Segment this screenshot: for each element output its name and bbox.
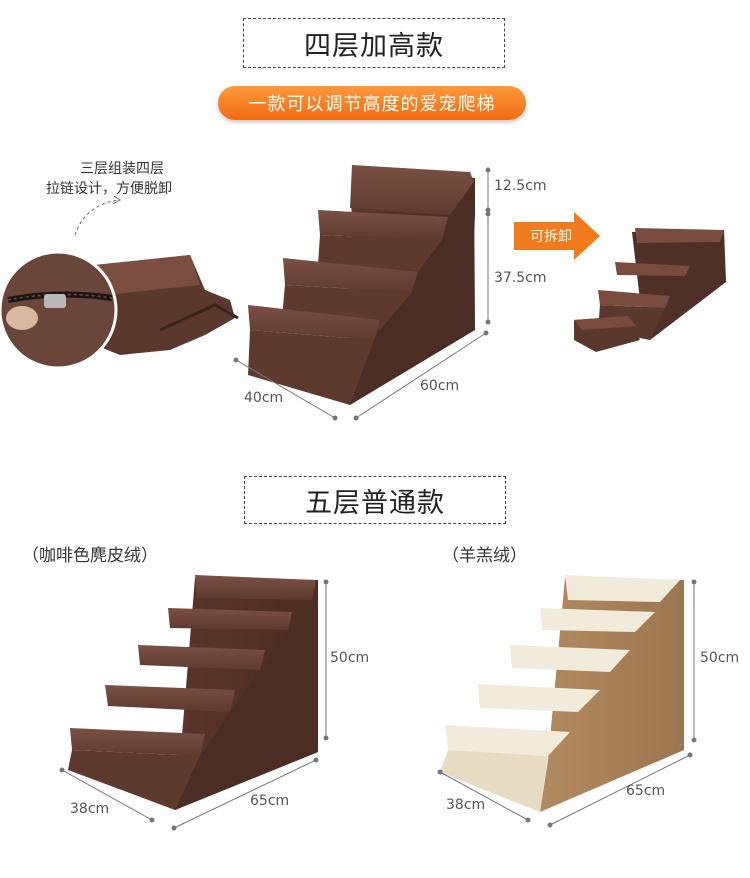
- dimension-lines-brown: [59, 579, 329, 831]
- brown-length-label: 65cm: [250, 793, 290, 809]
- dim-length-label: 60cm: [420, 378, 460, 394]
- detached-stairs: [574, 228, 726, 352]
- zipper-note-line1: 三层组装四层: [80, 161, 164, 177]
- section1-title: 四层加高款: [243, 18, 505, 68]
- section2-title: 五层普通款: [244, 476, 506, 524]
- detachable-label: 可拆卸: [530, 229, 572, 245]
- brown-height-label: 50cm: [330, 650, 370, 666]
- five-step-stairs-brown: [68, 575, 318, 810]
- brown-depth-label: 38cm: [70, 801, 110, 817]
- cream-height-label: 50cm: [700, 650, 740, 666]
- zipper-closeup: [0, 250, 239, 370]
- cream-depth-label: 38cm: [446, 797, 486, 813]
- cream-length-label: 65cm: [626, 783, 666, 799]
- dimension-lines-1: [233, 167, 491, 421]
- variant-cream-label: （羊羔绒）: [442, 546, 527, 566]
- dim-depth-label: 40cm: [244, 390, 284, 406]
- five-step-stairs-cream: [440, 575, 684, 812]
- dim-top-label: 12.5cm: [494, 178, 547, 194]
- arrow-right-icon: [514, 212, 600, 260]
- dim-height-label: 37.5cm: [494, 270, 547, 286]
- section1-subtitle-banner: 一款可以调节高度的爱宠爬梯: [218, 86, 526, 120]
- zipper-note-line2: 拉链设计，方便脱卸: [46, 181, 172, 197]
- variant-brown-label: （咖啡色麂皮绒）: [22, 546, 158, 566]
- four-step-stairs: [248, 165, 475, 405]
- dimension-lines-cream: [437, 579, 697, 828]
